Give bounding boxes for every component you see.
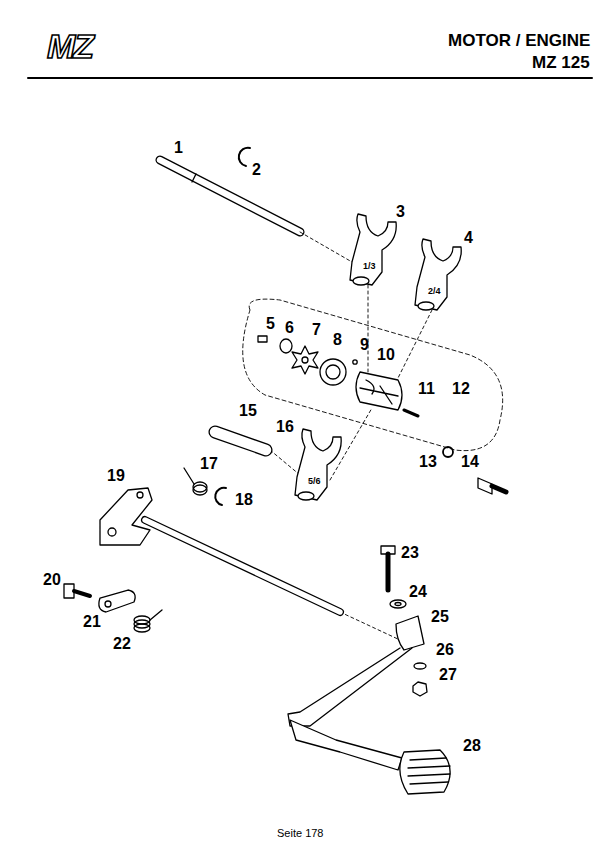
callout-number: 16 — [276, 419, 294, 435]
callout-number: 25 — [431, 609, 449, 625]
page-title: MOTOR / ENGINE — [448, 32, 590, 49]
callout-number: 5 — [266, 316, 275, 332]
callout-number: 19 — [107, 468, 125, 484]
callout-number: 10 — [377, 347, 395, 363]
callout-number: 6 — [285, 320, 294, 336]
callout-number: 13 — [419, 454, 437, 470]
callout-number: 17 — [200, 456, 218, 472]
callout-number: 21 — [83, 614, 101, 630]
callout-number: 26 — [436, 642, 454, 658]
callout-number: 4 — [464, 230, 473, 246]
callout-number: 12 — [452, 381, 470, 397]
callout-number: 18 — [235, 492, 253, 508]
logo: MZ — [47, 29, 92, 63]
callout-number: 27 — [439, 667, 457, 683]
fork-marking: 2/4 — [428, 287, 441, 296]
callout-number: 7 — [312, 322, 321, 338]
fork-marking: 1/3 — [363, 262, 376, 271]
page-number: Seite 178 — [277, 828, 323, 839]
callout-number: 2 — [252, 162, 261, 178]
callout-number: 20 — [43, 572, 61, 588]
callout-number: 15 — [239, 403, 257, 419]
callout-number: 8 — [333, 332, 342, 348]
callout-number: 24 — [409, 584, 427, 600]
callout-number: 1 — [174, 140, 183, 156]
model-name: MZ 125 — [532, 54, 590, 71]
fork-marking: 5/6 — [308, 477, 321, 486]
callout-number: 22 — [113, 636, 131, 652]
callout-number: 14 — [461, 454, 479, 470]
callout-number: 11 — [418, 381, 435, 397]
callout-number: 3 — [396, 204, 405, 220]
callout-number: 23 — [401, 545, 419, 561]
callout-number: 9 — [360, 337, 369, 353]
callout-number: 28 — [463, 738, 481, 754]
